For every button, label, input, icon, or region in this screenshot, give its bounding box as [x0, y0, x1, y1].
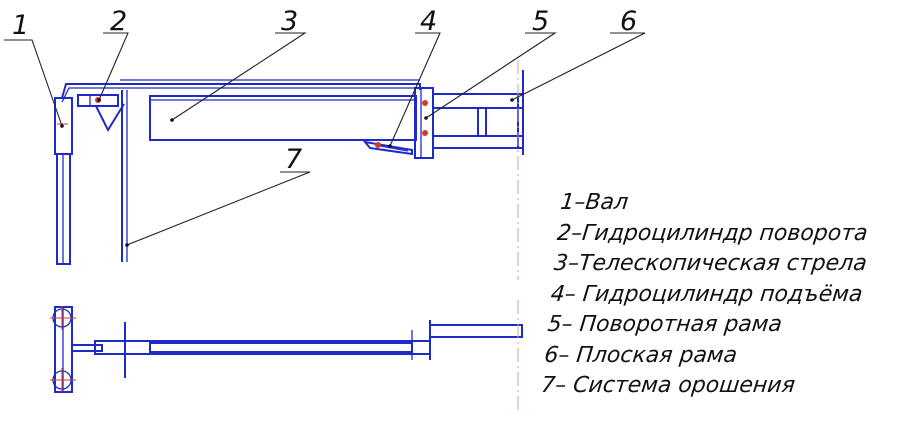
swivel-frame-part — [414, 87, 434, 159]
parts-legend: 1–Вал 2–Гидроцилиндр поворота 3–Телескоп… — [540, 188, 875, 402]
plan-view — [50, 300, 523, 410]
callout-7: 7 — [285, 144, 302, 175]
callout-3: 3 — [281, 6, 298, 37]
legend-item-shaft: 1–Вал — [559, 190, 630, 215]
legend-item-swivel-frame: 5– Поворотная рама — [546, 312, 784, 337]
legend-item-swing-cylinder: 2–Гидроцилиндр поворота — [555, 220, 869, 246]
callout-numbers: 1 2 3 4 5 6 7 — [12, 6, 637, 175]
callout-4: 4 — [420, 6, 437, 37]
legend-item-flat-frame: 6– Плоская рама — [543, 342, 739, 368]
callout-5: 5 — [532, 6, 549, 37]
irrigation-system-part — [121, 90, 128, 262]
callout-1: 1 — [12, 10, 29, 41]
telescopic-boom-part — [149, 95, 417, 141]
callout-leaders — [4, 32, 646, 247]
swing-cylinder-part — [77, 94, 125, 133]
callout-2: 2 — [110, 6, 127, 37]
callout-6: 6 — [620, 6, 637, 37]
legend-item-lift-cylinder: 4– Гидроцилиндр подъёма — [549, 281, 864, 307]
shaft-part — [54, 97, 73, 265]
legend-item-irrigation-system: 7– Система орошения — [539, 373, 797, 398]
flat-frame-part — [432, 70, 524, 155]
legend-item-telescopic-boom: 3–Телескопическая стрела — [552, 251, 869, 276]
lift-cylinder-part — [362, 140, 413, 156]
boom-top-rail — [61, 79, 421, 103]
